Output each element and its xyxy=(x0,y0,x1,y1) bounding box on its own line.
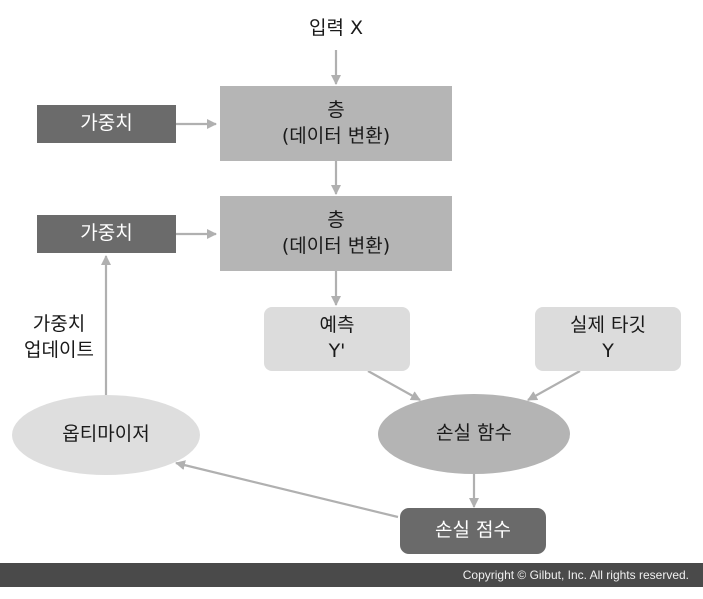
loss-score-box: 손실 점수 xyxy=(400,508,546,554)
weight-update-label: 가중치 업데이트 xyxy=(24,313,94,361)
target-box: 실제 타깃 Y xyxy=(535,307,681,371)
copyright-bar: Copyright © Gilbut, Inc. All rights rese… xyxy=(0,563,703,587)
layer-box-2: 층 (데이터 변환) xyxy=(220,196,452,271)
arrow-score-to-optimizer xyxy=(175,460,399,519)
prediction-box: 예측 Y' xyxy=(264,307,410,371)
copyright-text: Copyright © Gilbut, Inc. All rights rese… xyxy=(462,568,689,582)
loss-function-ellipse: 손실 함수 xyxy=(378,394,570,474)
input-label: 입력 X xyxy=(308,17,364,39)
layer-box-1: 층 (데이터 변환) xyxy=(220,86,452,161)
arrow-target-to-loss xyxy=(527,370,581,401)
arrow-prediction-to-loss xyxy=(367,370,421,401)
optimizer-ellipse: 옵티마이저 xyxy=(12,395,200,475)
weights-box-1: 가중치 xyxy=(37,105,176,143)
weights-box-2: 가중치 xyxy=(37,215,176,253)
